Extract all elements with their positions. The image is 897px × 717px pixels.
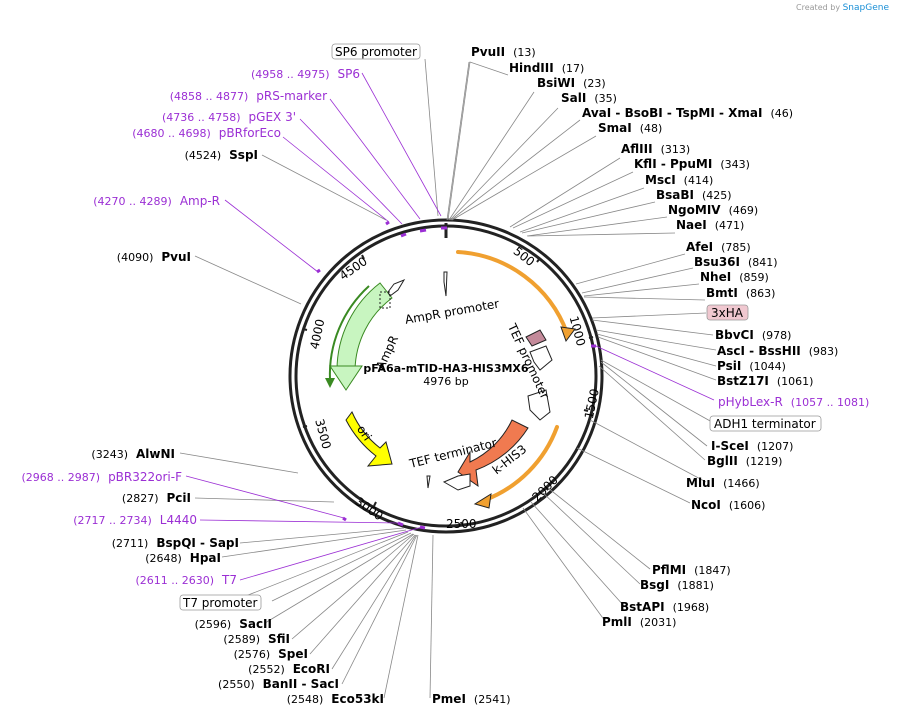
site-banii-saci: (2550)BanII - SacI (218, 677, 339, 691)
sp6-promoter-label: SP6 promoter (335, 45, 417, 59)
credit-prefix: Created by (796, 3, 841, 12)
ampr-promoter-label: AmpR promoter (404, 296, 500, 326)
tick-label-1500: 1500 (582, 387, 602, 420)
site-kfli-ppumi: KflI - PpuMI(343) (634, 157, 750, 171)
site-eco53ki: (2548)Eco53kI (287, 692, 384, 706)
snapgene-logo-text: SnapGene (842, 3, 889, 13)
primer-pbrforeco: (4680 .. 4698)pBRforEco (132, 126, 281, 140)
left-primer-labels: (4958 .. 4975)SP6 (4858 .. 4877)pRS-mark… (22, 67, 361, 587)
site-pvuii-right: PvuII(13) (471, 45, 536, 59)
tick-marks (302, 223, 594, 527)
right-enzyme-labels: PvuII(13) HindIII(17) BsiWI(23) SalI(35)… (471, 45, 838, 629)
tick-label-4000: 4000 (307, 318, 327, 351)
site-sali: SalI(35) (561, 91, 617, 105)
site-i-scei: I-SceI(1207) (711, 439, 793, 453)
plasmid-name: pFA6a-mTID-HA3-HIS3MX6 (363, 362, 528, 375)
snapgene-credit: Created by SnapGene (796, 3, 889, 13)
primer-prs-marker: (4858 .. 4877)pRS-marker (170, 89, 327, 103)
sp6-promoter-box (331, 43, 421, 60)
site-naei: NaeI(471) (676, 218, 744, 232)
ori-arrow (345, 411, 393, 467)
tef-promoter-arrow-lower (527, 389, 551, 421)
khis3-arrow (457, 419, 529, 488)
top-small-arrow (443, 271, 448, 297)
adh1-terminator-box (709, 415, 822, 432)
ha-box (706, 304, 749, 321)
site-pmei: PmeI(2541) (432, 692, 510, 706)
site-ncoi: NcoI(1606) (691, 498, 765, 512)
tick-label-3500: 3500 (312, 417, 333, 450)
site-sfii: (2589)SfiI (223, 632, 290, 646)
site-pflmi: PflMI(1847) (652, 563, 731, 577)
site-sspi: (4524)SspI (185, 148, 258, 162)
site-msci: MscI(414) (645, 173, 713, 187)
left-enzyme-labels: (4524)SspI (4090)PvuI (3243)AlwNI (2827)… (91, 148, 384, 706)
primer-phyblex-r: pHybLex-R(1057 .. 1081) (718, 395, 869, 409)
site-spei: (2576)SpeI (234, 647, 308, 661)
site-bglii: BglII(1219) (707, 454, 782, 468)
site-hindiii: HindIII(17) (509, 61, 584, 75)
site-hpai: (2648)HpaI (145, 551, 221, 565)
leader-lines-right (446, 61, 717, 622)
site-sacii: (2596)SacII (195, 617, 272, 631)
ampr-promoter-arrow (387, 278, 406, 297)
adh1-terminator-label: ADH1 terminator (714, 417, 816, 431)
ha-box-label: 3xHA (711, 306, 744, 320)
site-bspqi-sapi: (2711)BspQI - SapI (112, 536, 239, 550)
site-bbvci: BbvCI(978) (715, 328, 791, 342)
tef-promoter-arrow-upper (529, 345, 553, 371)
orange-feature-top-arrowhead (560, 326, 576, 343)
site-bstapi: BstAPI(1968) (620, 600, 709, 614)
site-bsgi: BsgI(1881) (640, 578, 714, 592)
primer-t7: (2611 .. 2630)T7 (135, 573, 237, 587)
site-alwni: (3243)AlwNI (91, 447, 175, 461)
primer-sp6: (4958 .. 4975)SP6 (251, 67, 360, 81)
site-afliii: AflIII(313) (621, 142, 690, 156)
ampr-outer-arrowhead (325, 378, 335, 388)
site-mlui: MluI(1466) (686, 476, 760, 490)
site-psii: PsiI(1044) (717, 359, 786, 373)
site-ngomiv: NgoMIV(469) (668, 203, 758, 217)
t7-promoter-label: T7 promoter (182, 596, 258, 610)
site-bmti: BmtI(863) (706, 286, 775, 300)
bottom-small-arrow (426, 475, 431, 489)
tick-label-2500: 2500 (446, 517, 477, 531)
orange-feature-top (456, 250, 569, 335)
plasmid-length: 4976 bp (423, 375, 468, 388)
orange-feature-bottom (483, 425, 559, 502)
site-avai-group: AvaI - BsoBI - TspMI - XmaI(46) (582, 106, 793, 120)
site-nhei: NheI(859) (700, 270, 769, 284)
leader-lines-left-primer (185, 72, 442, 581)
site-pvui: (4090)PvuI (117, 250, 191, 264)
site-bsabi: BsaBI(425) (656, 188, 732, 202)
site-afei: AfeI(785) (686, 240, 751, 254)
primer-pbr322ori-f: (2968 .. 2987)pBR322ori-F (22, 470, 183, 484)
site-bstz17i: BstZ17I(1061) (717, 374, 813, 388)
site-bsu36i: Bsu36I(841) (694, 255, 778, 269)
site-pcii: (2827)PciI (122, 491, 191, 505)
site-smai: SmaI(48) (598, 121, 662, 135)
leader-lines-left (179, 58, 439, 699)
primer-l4440: (2717 .. 2734)L4440 (73, 513, 197, 527)
ampr-promoter-dotted (379, 291, 391, 309)
site-pmli: PmlI(2031) (602, 615, 676, 629)
primer-amp-r: (4270 .. 4289)Amp-R (93, 194, 220, 208)
backbone-outer (288, 218, 604, 534)
primer-pgex3: (4736 .. 4758)pGEX 3' (162, 110, 296, 124)
tef-terminator-arrow (442, 473, 471, 491)
site-bsiwi: BsiWI(23) (537, 76, 606, 90)
ampr-outer-arc (328, 285, 370, 381)
ha-feature (525, 329, 547, 347)
site-asci-bsshii: AscI - BssHII(983) (717, 344, 838, 358)
t7-promoter-box (179, 594, 262, 611)
site-ecori: (2552)EcoRI (248, 662, 330, 676)
leader-lines-right-primer (595, 345, 715, 401)
orange-feature-bottom-arrowhead (473, 493, 492, 509)
ampr-arrowhead (329, 365, 363, 391)
